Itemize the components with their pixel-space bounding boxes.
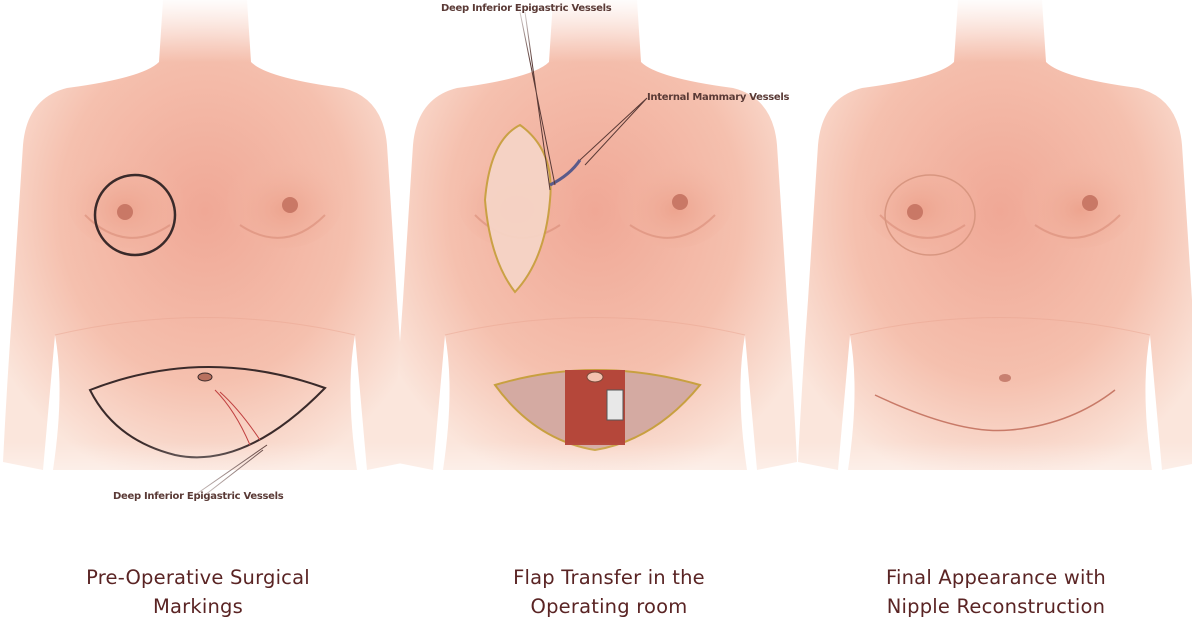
caption-pre-operative: Pre-Operative Surgical Markings	[18, 563, 378, 621]
label-deep-inferior-epigastric-vessels-2: Deep Inferior Epigastric Vessels	[441, 3, 612, 14]
caption-line-2: Operating room	[530, 595, 688, 618]
label-internal-mammary-vessels: Internal Mammary Vessels	[647, 92, 790, 103]
caption-line-2: Markings	[153, 595, 243, 618]
caption-line-1: Final Appearance with	[886, 566, 1106, 589]
caption-line-2: Nipple Reconstruction	[886, 595, 1106, 618]
caption-flap-transfer: Flap Transfer in the Operating room	[429, 563, 789, 621]
label-deep-inferior-epigastric-vessels-1: Deep Inferior Epigastric Vessels	[113, 491, 284, 502]
caption-final-appearance: Final Appearance with Nipple Reconstruct…	[816, 563, 1176, 621]
caption-line-1: Flap Transfer in the	[513, 566, 705, 589]
caption-line-1: Pre-Operative Surgical	[86, 566, 310, 589]
